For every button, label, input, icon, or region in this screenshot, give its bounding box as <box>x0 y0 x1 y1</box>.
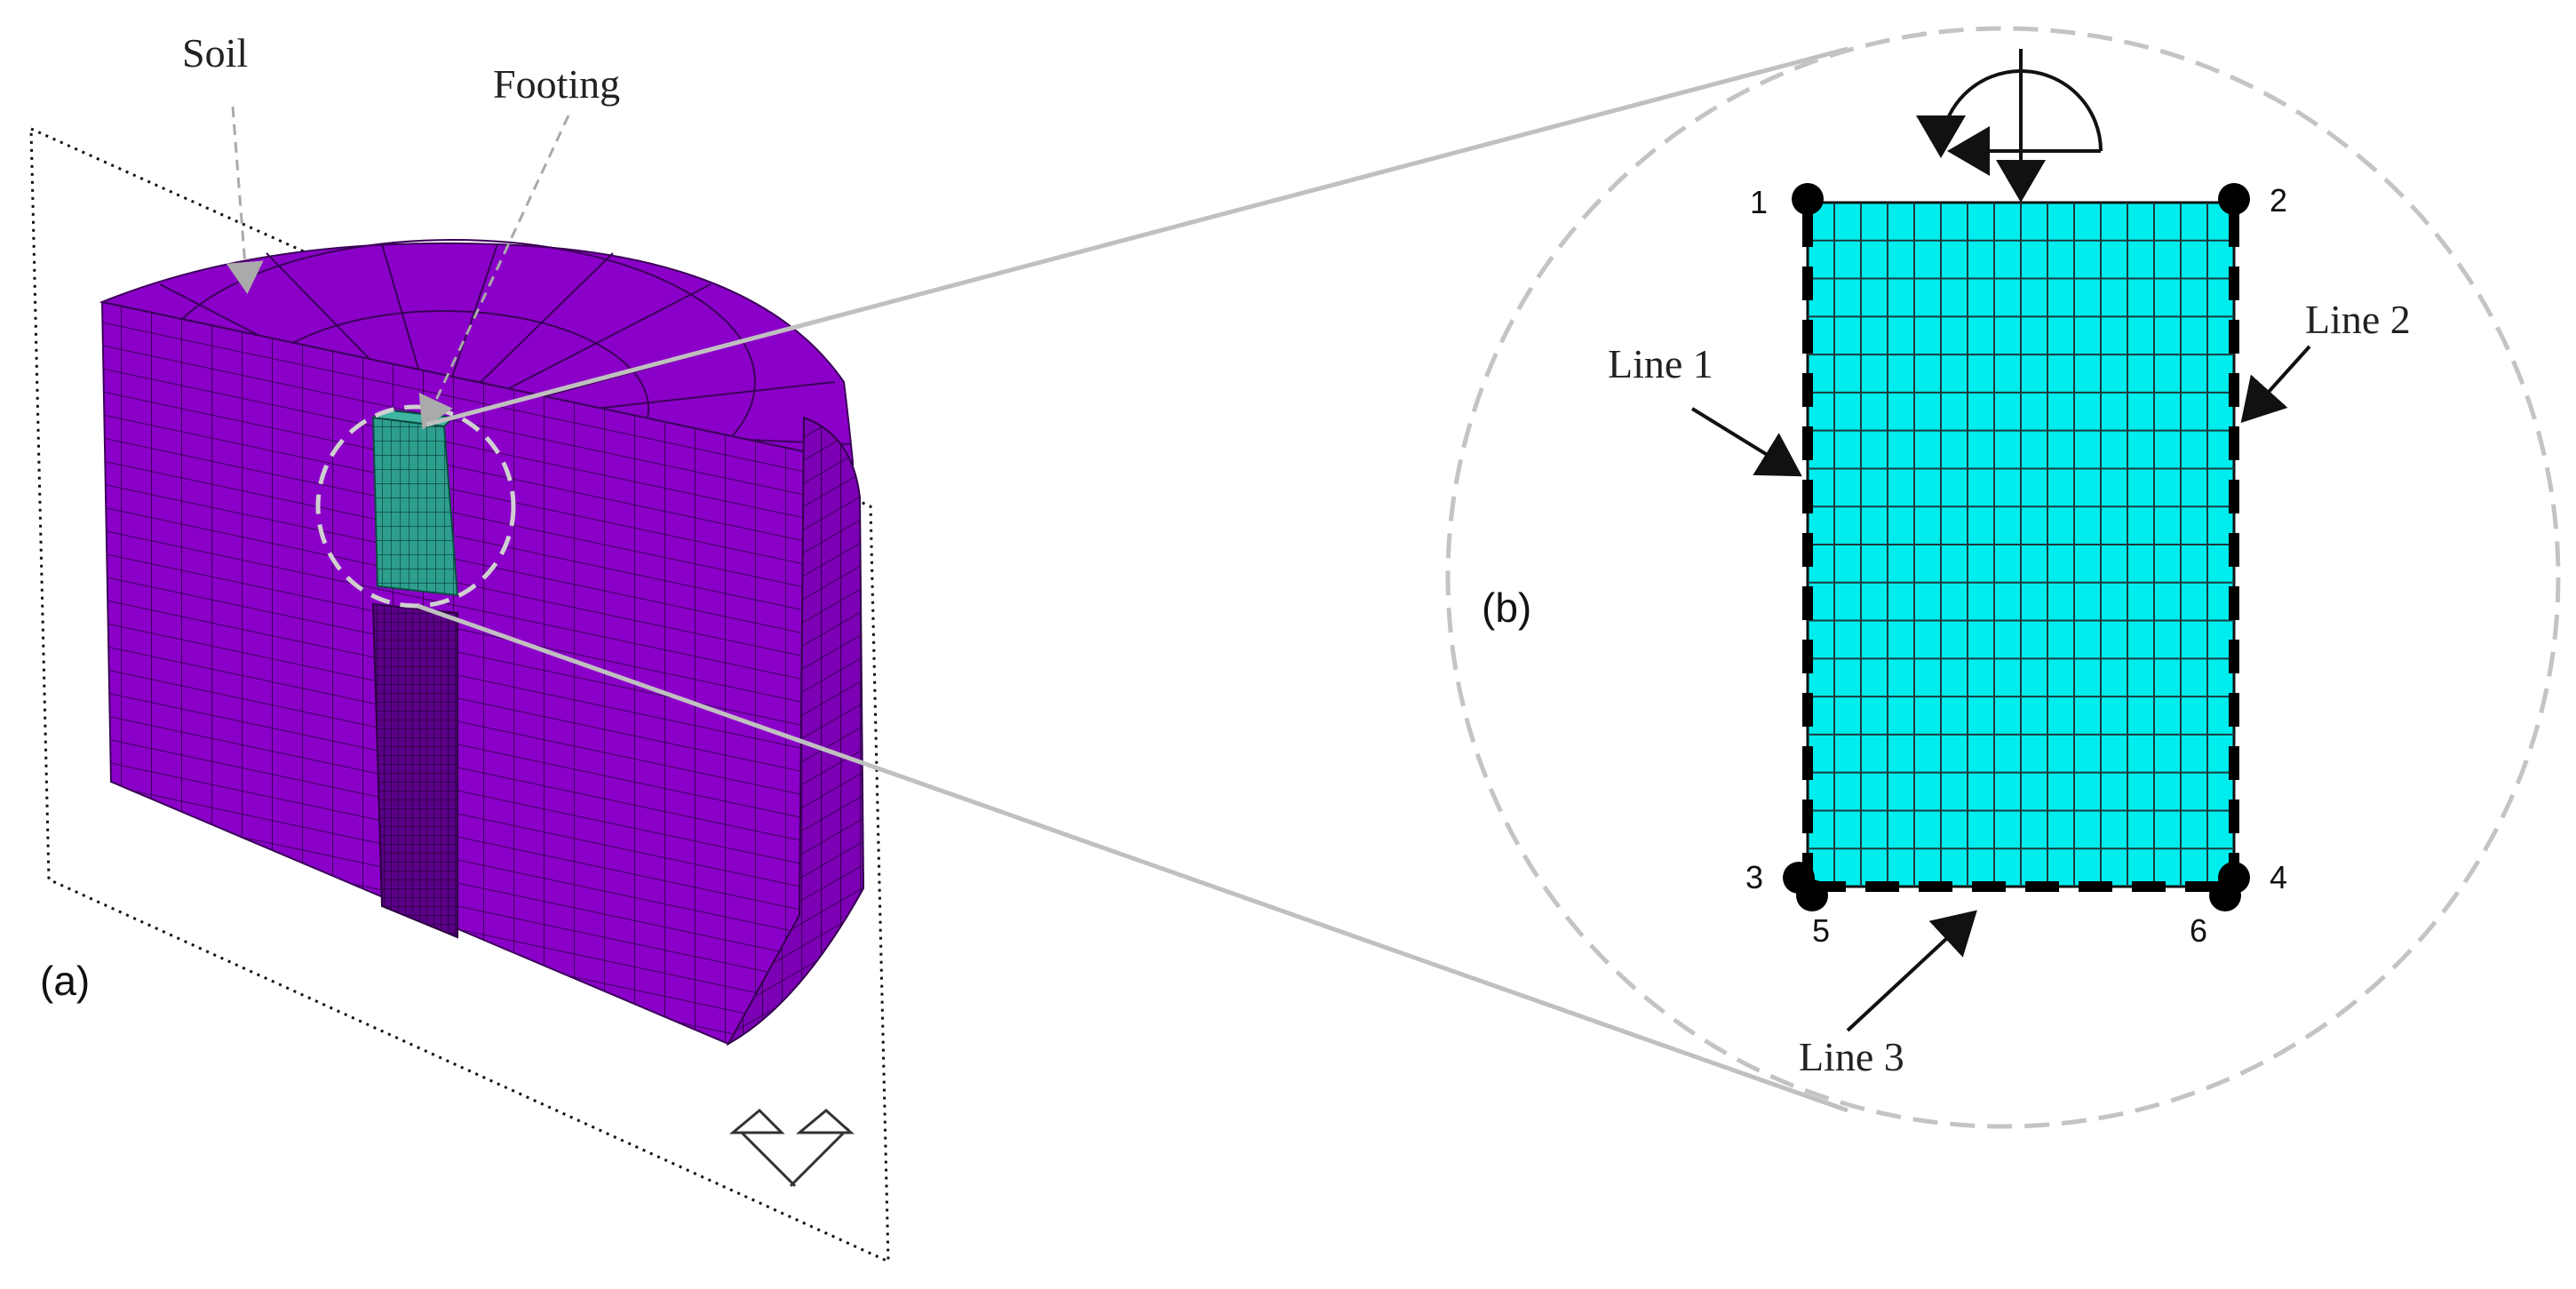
boundary-lines <box>1802 213 2239 892</box>
node-5-label: 5 <box>1812 912 1830 949</box>
footing-highlight-circle <box>315 404 516 609</box>
node-6-label: 6 <box>2190 912 2207 949</box>
panel-a: Soil Footing (a) <box>29 30 890 1264</box>
node-1-label: 1 <box>1750 184 1768 220</box>
soil-label: Soil <box>182 30 248 76</box>
zoom-connectors <box>417 46 1849 1113</box>
panel-a-label: (a) <box>40 958 90 1004</box>
node-6 <box>2209 879 2241 911</box>
line-1-label: Line 1 <box>1608 341 1713 386</box>
node-2 <box>2218 183 2250 215</box>
line-2-label: Line 2 <box>2305 297 2411 342</box>
footing-section <box>1806 201 2236 888</box>
node-3-label: 3 <box>1745 859 1763 895</box>
node-5 <box>1796 879 1828 911</box>
footing-3d <box>371 409 459 597</box>
refined-mesh-column <box>371 602 458 939</box>
soil-top-face <box>99 242 855 464</box>
symmetry-plane-icon <box>728 1108 855 1188</box>
node-1 <box>1792 183 1824 215</box>
line-leader-arrows <box>1690 345 2311 1032</box>
footing-leader-arrow <box>418 115 570 430</box>
symmetry-plane <box>29 126 890 1264</box>
footing-label: Footing <box>493 61 620 107</box>
panel-b-label: (b) <box>1482 585 1531 631</box>
node-4-label: 4 <box>2270 859 2287 895</box>
soil-leader-arrow <box>226 106 264 294</box>
node-2-label: 2 <box>2270 182 2287 219</box>
panel-b: (b) Line 1 Line 2 Line 3 1 2 3 4 5 6 <box>1445 26 2561 1129</box>
rotation-arrow-icon <box>1916 49 2103 203</box>
footing-section-mesh <box>1808 203 2234 887</box>
nodes <box>1783 183 2250 911</box>
line-3-label: Line 3 <box>1799 1034 1904 1079</box>
soil-side-face <box>726 416 865 1046</box>
